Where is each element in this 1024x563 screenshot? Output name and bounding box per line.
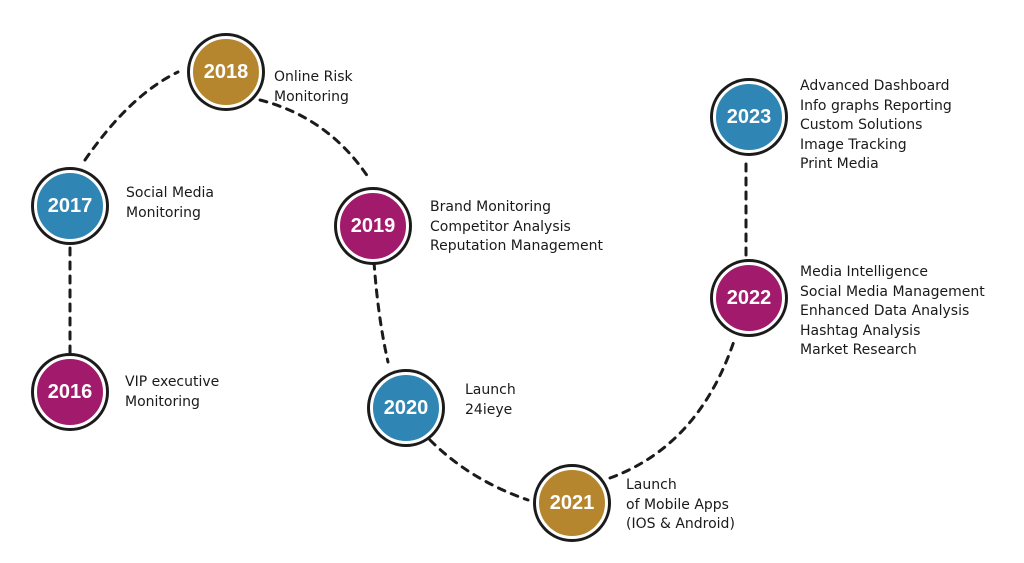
label-line: Competitor Analysis [430, 218, 571, 235]
connector-2019-2020 [372, 260, 390, 364]
label-line: Custom Solutions [800, 117, 923, 133]
year-node-2021: 2021 [536, 467, 608, 539]
label-line: Market Research [800, 342, 917, 358]
label-line: Monitoring [125, 393, 200, 410]
milestone-label-2023: Advanced Dashboard Info graphs Reporting… [800, 77, 952, 175]
label-line: Hashtag Analysis [800, 322, 921, 339]
year-node-2018: 2018 [190, 36, 262, 108]
label-line: Social Media [126, 185, 215, 201]
milestone-label-2022: Media Intelligence Social Media Manageme… [800, 263, 985, 361]
label-line: Monitoring [126, 204, 201, 221]
milestone-label-2019: Brand Monitoring Competitor Analysis Rep… [430, 198, 603, 257]
label-line: (IOS & Android) [626, 516, 735, 532]
label-line: Launch [465, 382, 516, 398]
label-line: Media Intelligence [800, 264, 928, 280]
label-line: Info graphs Reporting [800, 97, 952, 114]
milestone-label-2018: Online Risk Monitoring [274, 68, 353, 107]
year-node-2020: 2020 [370, 372, 442, 444]
year-node-2022: 2022 [713, 262, 785, 334]
label-line: Reputation Management [430, 238, 604, 254]
label-line: Advanced Dashboard [800, 78, 950, 94]
label-line: 24ieye [465, 401, 513, 418]
label-line: VIP executive [125, 374, 220, 390]
label-line: Monitoring [274, 88, 349, 105]
year-node-2017: 2017 [34, 170, 106, 242]
label-line: Brand Monitoring [430, 199, 552, 215]
label-line: Print Media [800, 156, 879, 172]
label-line: Social Media Management [800, 283, 985, 300]
label-line: Image Tracking [800, 136, 907, 153]
connector-2018-2019 [258, 98, 372, 182]
connector-2017-2018 [83, 70, 180, 162]
connector-2021-2022 [608, 336, 737, 480]
milestone-label-2016: VIP executive Monitoring [125, 373, 219, 412]
year-node-2019: 2019 [337, 190, 409, 262]
label-line: Online Risk [274, 69, 353, 85]
label-line: Enhanced Data Analysis [800, 303, 970, 319]
milestone-label-2020: Launch 24ieye [465, 381, 516, 420]
year-node-2016: 2016 [34, 356, 106, 428]
connector-2020-2021 [428, 438, 530, 502]
milestone-label-2017: Social Media Monitoring [126, 184, 214, 223]
milestone-label-2021: Launch of Mobile Apps (IOS & Android) [626, 476, 735, 535]
year-node-2023: 2023 [713, 81, 785, 153]
label-line: of Mobile Apps [626, 496, 729, 513]
label-line: Launch [626, 477, 677, 493]
